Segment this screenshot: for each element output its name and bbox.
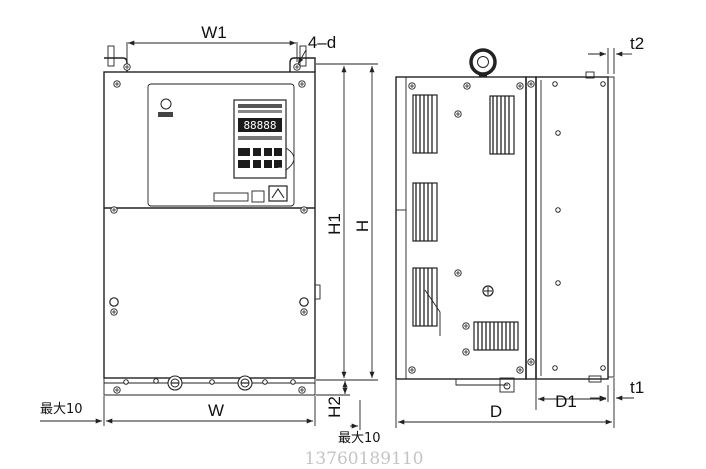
vent-slots xyxy=(412,267,438,327)
small-label-icon xyxy=(251,190,265,203)
keypad-key xyxy=(264,160,272,168)
vent-slots xyxy=(412,94,438,154)
screw-icon xyxy=(300,206,308,214)
dim-label-max10-bottom: 最大10 xyxy=(338,431,381,446)
screw-icon xyxy=(454,269,462,277)
vent-slots xyxy=(489,95,515,155)
cable-gland-icon xyxy=(167,375,183,391)
dim-label-d: D xyxy=(490,402,502,421)
lower-cover-keyhole-right xyxy=(299,297,309,307)
dim-label-w: W xyxy=(208,401,224,420)
lifting-eye-icon xyxy=(469,48,497,77)
keypad-key xyxy=(253,160,261,168)
bolt-icon xyxy=(262,379,268,385)
screw-icon xyxy=(527,358,535,366)
screw-icon xyxy=(408,366,416,374)
screw-icon xyxy=(408,82,416,90)
warning-label-icon xyxy=(268,185,288,202)
front-panel-recess xyxy=(147,83,295,207)
dim-label-h: H xyxy=(353,220,372,232)
bolt-icon xyxy=(600,81,606,87)
screw-icon xyxy=(462,348,470,356)
bottom-base xyxy=(103,383,316,396)
screw-icon xyxy=(113,386,121,394)
screw-icon xyxy=(454,110,462,118)
side-mid-flange xyxy=(525,76,537,380)
internal-bracket xyxy=(424,289,441,336)
screw-icon xyxy=(113,80,121,88)
dim-label-t2: t2 xyxy=(630,34,644,53)
screw-icon xyxy=(462,322,470,330)
top-mounting-flange xyxy=(104,57,316,72)
screw-icon xyxy=(110,206,118,214)
bolt-icon xyxy=(600,365,606,371)
side-cover-outline xyxy=(535,76,609,380)
vent-slots-lower xyxy=(473,321,519,351)
top-right-mounting-hole xyxy=(293,63,301,71)
screw-icon xyxy=(527,80,535,88)
bolt-icon xyxy=(555,130,561,136)
keypad-latch xyxy=(285,147,295,171)
brand-wordmark-icon xyxy=(158,112,173,117)
bottom-bracket xyxy=(455,379,508,386)
side-view xyxy=(395,48,615,393)
dim-label-h2: H2 xyxy=(325,396,344,418)
keypad-key xyxy=(238,160,250,168)
screw-icon xyxy=(463,82,471,90)
bolt-icon xyxy=(153,378,159,384)
operator-keypad: 88888 xyxy=(233,99,287,179)
bolt-icon xyxy=(209,379,215,385)
keypad-key xyxy=(274,148,282,156)
led-display-value: 88888 xyxy=(243,119,276,132)
bolt-icon xyxy=(552,81,558,87)
screw-icon xyxy=(516,366,524,374)
top-left-mounting-hole xyxy=(123,63,131,71)
dim-label-t1: t1 xyxy=(630,378,644,397)
screw-icon xyxy=(298,80,306,88)
side-latch xyxy=(314,284,321,300)
bolt-icon xyxy=(552,365,558,371)
dim-label-4-d: 4–d xyxy=(308,33,336,52)
cable-gland-icon xyxy=(237,375,253,391)
keypad-key xyxy=(253,148,261,156)
bolt-icon xyxy=(555,207,561,213)
screw-icon xyxy=(110,308,118,316)
bolt-icon xyxy=(123,379,129,385)
dim-label-h1: H1 xyxy=(325,213,344,235)
keypad-key xyxy=(274,160,282,168)
bottom-connector xyxy=(499,377,515,393)
mounting-tab-right xyxy=(299,45,307,67)
vent-slots xyxy=(412,182,438,242)
mounting-tab-left xyxy=(107,45,115,67)
screw-icon xyxy=(516,82,524,90)
nameplate xyxy=(213,192,249,202)
front-view: 88888 xyxy=(103,45,321,396)
bolt-icon xyxy=(290,379,296,385)
bolt-icon xyxy=(555,280,561,286)
dimension-lines xyxy=(40,40,634,430)
keypad-key xyxy=(238,148,250,156)
screw-icon xyxy=(300,308,308,316)
screw-icon xyxy=(298,386,306,394)
lower-cover-keyhole-left xyxy=(109,297,119,307)
side-rear-flange xyxy=(607,76,615,378)
dim-label-max10-left: 最大10 xyxy=(40,402,83,417)
led-display xyxy=(238,118,282,132)
brand-logo-icon xyxy=(160,98,172,110)
watermark-phone: 13760189110 xyxy=(305,449,424,469)
front-body-outline xyxy=(103,71,316,379)
dim-label-d1: D1 xyxy=(555,392,577,411)
keypad-key xyxy=(264,148,272,156)
dim-label-w1: W1 xyxy=(201,23,227,42)
